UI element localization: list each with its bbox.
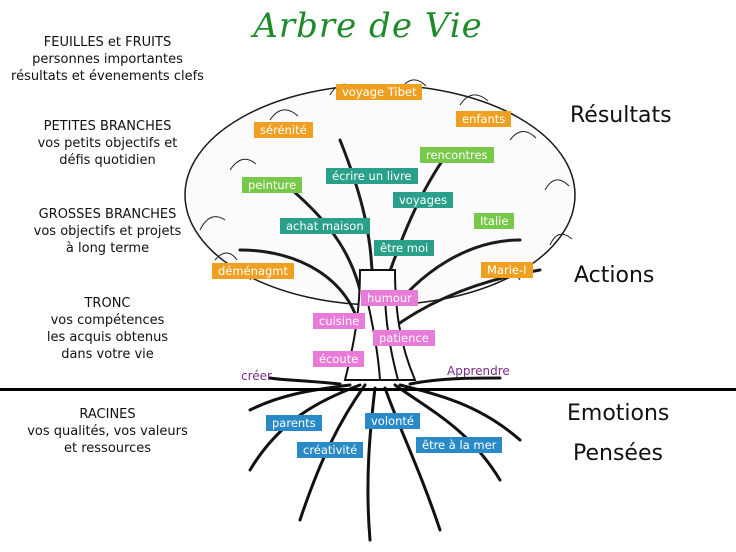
legend-grosses-line2: à long terme: [65, 241, 150, 256]
word-apprendre: Apprendre: [447, 364, 510, 378]
label-resultats: Résultats: [570, 103, 672, 128]
legend-tronc-head: TRONC: [84, 296, 131, 311]
ground-divider: [0, 388, 736, 391]
tag-cuisine: cuisine: [313, 313, 366, 329]
legend-grosses-branches: GROSSES BRANCHES vos objectifs et projet…: [0, 206, 215, 257]
tag-demenagmt: déménagmt: [212, 263, 294, 279]
tree-roots: [248, 376, 522, 542]
tag-italie: Italie: [474, 213, 515, 229]
tag-ecoute: écoute: [313, 351, 365, 367]
tag-ecrire-livre: écrire un livre: [326, 168, 418, 184]
label-actions: Actions: [574, 263, 655, 288]
legend-feuilles-line1: personnes importantes: [32, 52, 183, 67]
tag-peinture: peinture: [242, 177, 303, 193]
legend-petites-line2: défis quotidien: [59, 153, 156, 168]
tag-etre-moi: être moi: [374, 240, 435, 256]
tag-voyage-tibet: voyage Tibet: [336, 84, 423, 100]
word-creer: créer: [241, 369, 272, 383]
tag-etre-mer: être à la mer: [416, 437, 503, 453]
legend-tronc-line1: vos compétences: [50, 313, 165, 328]
tag-voyages: voyages: [393, 192, 454, 208]
legend-feuilles-line2: résultats et évenements clefs: [11, 69, 204, 84]
legend-feuilles: FEUILLES et FRUITS personnes importantes…: [0, 34, 215, 85]
tag-achat-maison: achat maison: [280, 218, 370, 234]
legend-feuilles-head: FEUILLES et FRUITS: [43, 35, 172, 50]
legend-tronc: TRONC vos compétences les acquis obtenus…: [0, 295, 215, 363]
legend-racines: RACINES vos qualités, vos valeurs et res…: [0, 406, 215, 457]
legend-racines-head: RACINES: [79, 407, 136, 422]
page-title: Arbre de Vie: [253, 6, 483, 46]
legend-tronc-line2: les acquis obtenus: [46, 330, 169, 345]
label-pensees: Pensées: [573, 441, 663, 466]
legend-tronc-line3: dans votre vie: [61, 347, 154, 362]
tag-patience: patience: [373, 330, 435, 346]
legend-grosses-head: GROSSES BRANCHES: [38, 207, 177, 222]
legend-racines-line1: vos qualités, vos valeurs: [27, 424, 188, 439]
tag-parents: parents: [266, 415, 322, 431]
legend-grosses-line1: vos objectifs et projets: [33, 224, 182, 239]
tag-humour: humour: [361, 290, 418, 306]
tag-serenite: sérénité: [254, 122, 313, 138]
tag-marie: Marie-I: [481, 262, 533, 278]
tag-rencontres: rencontres: [420, 147, 494, 163]
legend-racines-line2: et ressources: [63, 441, 151, 456]
legend-petites-line1: vos petits objectifs et: [37, 136, 178, 151]
tag-enfants: enfants: [456, 111, 512, 127]
legend-petites-head: PETITES BRANCHES: [43, 119, 172, 134]
tag-volonte: volonté: [365, 413, 420, 429]
tag-creativite: créativité: [297, 442, 364, 458]
legend-petites-branches: PETITES BRANCHES vos petits objectifs et…: [0, 118, 215, 169]
label-emotions: Emotions: [567, 401, 670, 426]
